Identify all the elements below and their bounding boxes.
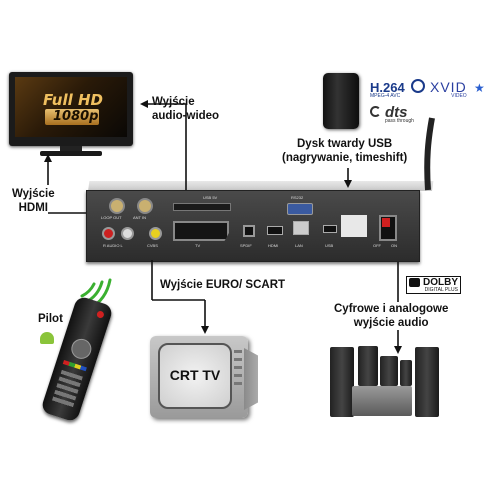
hdmi-output-label: Wyjście HDMI <box>12 188 55 214</box>
power-cable <box>424 117 435 191</box>
av-arrowhead <box>140 100 148 108</box>
rca-audio-right <box>102 227 115 240</box>
remote-number-keys <box>51 369 83 410</box>
audio-arrowhead <box>394 346 402 354</box>
hdmi-arrowhead <box>44 154 52 162</box>
resolution-badge: 1080p <box>45 109 99 125</box>
usb-port <box>323 225 337 233</box>
ant-in-label: ANT IN <box>133 215 147 220</box>
lan-connector <box>293 221 309 235</box>
speaker-center-left <box>358 346 378 386</box>
dolby-dd-icon <box>409 278 420 287</box>
dts-swoosh-icon <box>370 106 381 117</box>
crt-tv-label: CRT TV <box>169 367 221 383</box>
rca-cvbs <box>149 227 162 240</box>
h264-logo: H.264 MPEG-4 AVC <box>370 80 405 99</box>
xvid-logo: XVID VIDEO <box>430 79 467 99</box>
pilot-label: Pilot <box>38 313 63 325</box>
info-sticker <box>341 215 367 237</box>
android-icon <box>40 332 54 344</box>
signal-wave-1 <box>80 282 96 298</box>
usb-hard-disk <box>323 73 359 129</box>
xvid-star-icon: ★ <box>474 81 485 95</box>
scart-connector <box>173 221 229 241</box>
dts-logo: dts pass through <box>385 104 414 124</box>
receiver-rear-panel: LOOP OUT ANT IN R AUDIO L CVBS TV USB 5V… <box>86 190 420 262</box>
crt-tv: CRT TV <box>150 336 248 418</box>
loop-out-label: LOOP OUT <box>101 215 122 220</box>
off-label: OFF <box>373 243 381 248</box>
rca-audio-left <box>121 227 134 240</box>
usb-disk-label: Dysk twardy USB (nagrywanie, timeshift) <box>282 138 408 164</box>
audio-label: R AUDIO L <box>103 243 123 248</box>
usb-arrowhead <box>344 180 352 188</box>
crt-tv-depth <box>244 348 258 410</box>
hdmi-connector <box>267 226 283 235</box>
remote-power-button <box>95 310 105 319</box>
usb-5v-strip <box>173 203 231 211</box>
usb-port-label: USB <box>325 243 334 248</box>
dolby-logo: DOLBY DIGITAL PLUS <box>406 276 461 294</box>
speaker-center <box>380 356 398 386</box>
lan-label: LAN <box>295 243 303 248</box>
cvbs-label: CVBS <box>147 243 158 248</box>
on-label: ON <box>391 243 397 248</box>
usb-5v-label: USB 5V <box>203 195 218 200</box>
hdmi-port-label: HDMI <box>268 243 279 248</box>
speaker-center-right <box>400 360 412 386</box>
crt-screen: CRT TV <box>158 343 232 409</box>
ant-in-connector <box>137 198 153 214</box>
remote-color-keys <box>62 360 87 372</box>
subwoofer <box>352 386 412 416</box>
hdtv-screen: Full HD 1080p <box>15 77 127 137</box>
power-switch-rocker <box>382 218 390 227</box>
hdtv-base <box>40 151 102 156</box>
hdtv: Full HD 1080p <box>9 72 133 146</box>
crt-controls <box>234 350 242 390</box>
scart-arrowhead <box>201 326 209 334</box>
audio-output-label: Cyfrowe i analogowe wyjście audio <box>334 303 449 329</box>
hdtv-stand <box>60 146 82 152</box>
scart-tv-label: TV <box>195 243 201 248</box>
speaker-right <box>415 347 439 417</box>
full-hd-logo: Full HD <box>43 91 103 109</box>
h264-disc-icon <box>411 79 425 93</box>
loop-out-connector <box>109 198 125 214</box>
rs232-label: RS232 <box>291 195 304 200</box>
remote-nav-pad <box>68 336 94 362</box>
rs232-connector <box>287 203 313 215</box>
spdif-connector <box>243 225 255 237</box>
speaker-left <box>330 347 354 417</box>
euro-scart-label: Wyjście EURO/ SCART <box>160 279 286 291</box>
spdif-label: SPDIF <box>240 243 252 248</box>
